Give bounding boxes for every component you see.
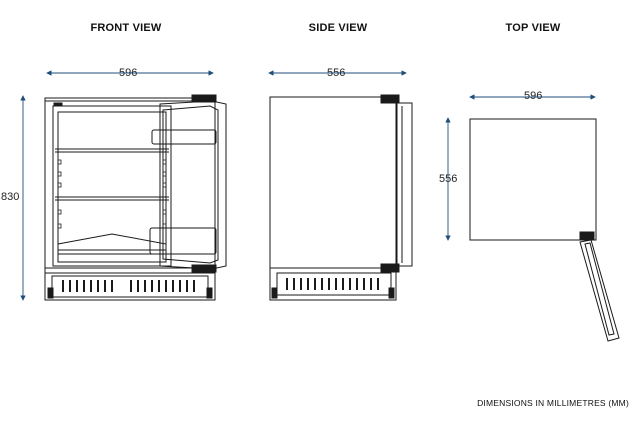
door-bin-bottom bbox=[149, 227, 217, 255]
front-right-foot bbox=[206, 287, 213, 299]
front-crisper-drawer bbox=[57, 233, 167, 251]
front-view bbox=[20, 70, 227, 301]
top-hinge bbox=[579, 231, 595, 241]
front-interior bbox=[52, 105, 172, 267]
side-top-hinge bbox=[380, 94, 400, 104]
front-vent-slots bbox=[62, 280, 195, 292]
side-door-panel bbox=[396, 102, 413, 267]
front-view-title: FRONT VIEW bbox=[90, 22, 162, 34]
side-view bbox=[268, 70, 413, 301]
side-plinth bbox=[276, 272, 392, 296]
side-view-title: SIDE VIEW bbox=[308, 22, 368, 34]
side-vent-slots bbox=[286, 278, 379, 290]
side-front-foot bbox=[388, 287, 395, 299]
top-open-door bbox=[579, 239, 620, 342]
side-rear-foot bbox=[271, 287, 278, 299]
front-plinth bbox=[44, 272, 216, 301]
side-bottom-hinge bbox=[380, 263, 400, 273]
door-bin-top bbox=[151, 129, 217, 145]
front-top-hinge bbox=[191, 94, 217, 103]
front-left-foot bbox=[47, 287, 54, 299]
units-footnote: DIMENSIONS IN MILLIMETRES (MM) bbox=[477, 398, 629, 408]
front-cabinet-outline bbox=[44, 97, 216, 301]
front-height-label: 830 bbox=[1, 191, 20, 203]
top-cabinet-outline bbox=[469, 118, 597, 241]
top-view bbox=[445, 94, 620, 342]
side-cabinet-outline bbox=[269, 96, 397, 301]
top-view-title: TOP VIEW bbox=[505, 22, 561, 34]
